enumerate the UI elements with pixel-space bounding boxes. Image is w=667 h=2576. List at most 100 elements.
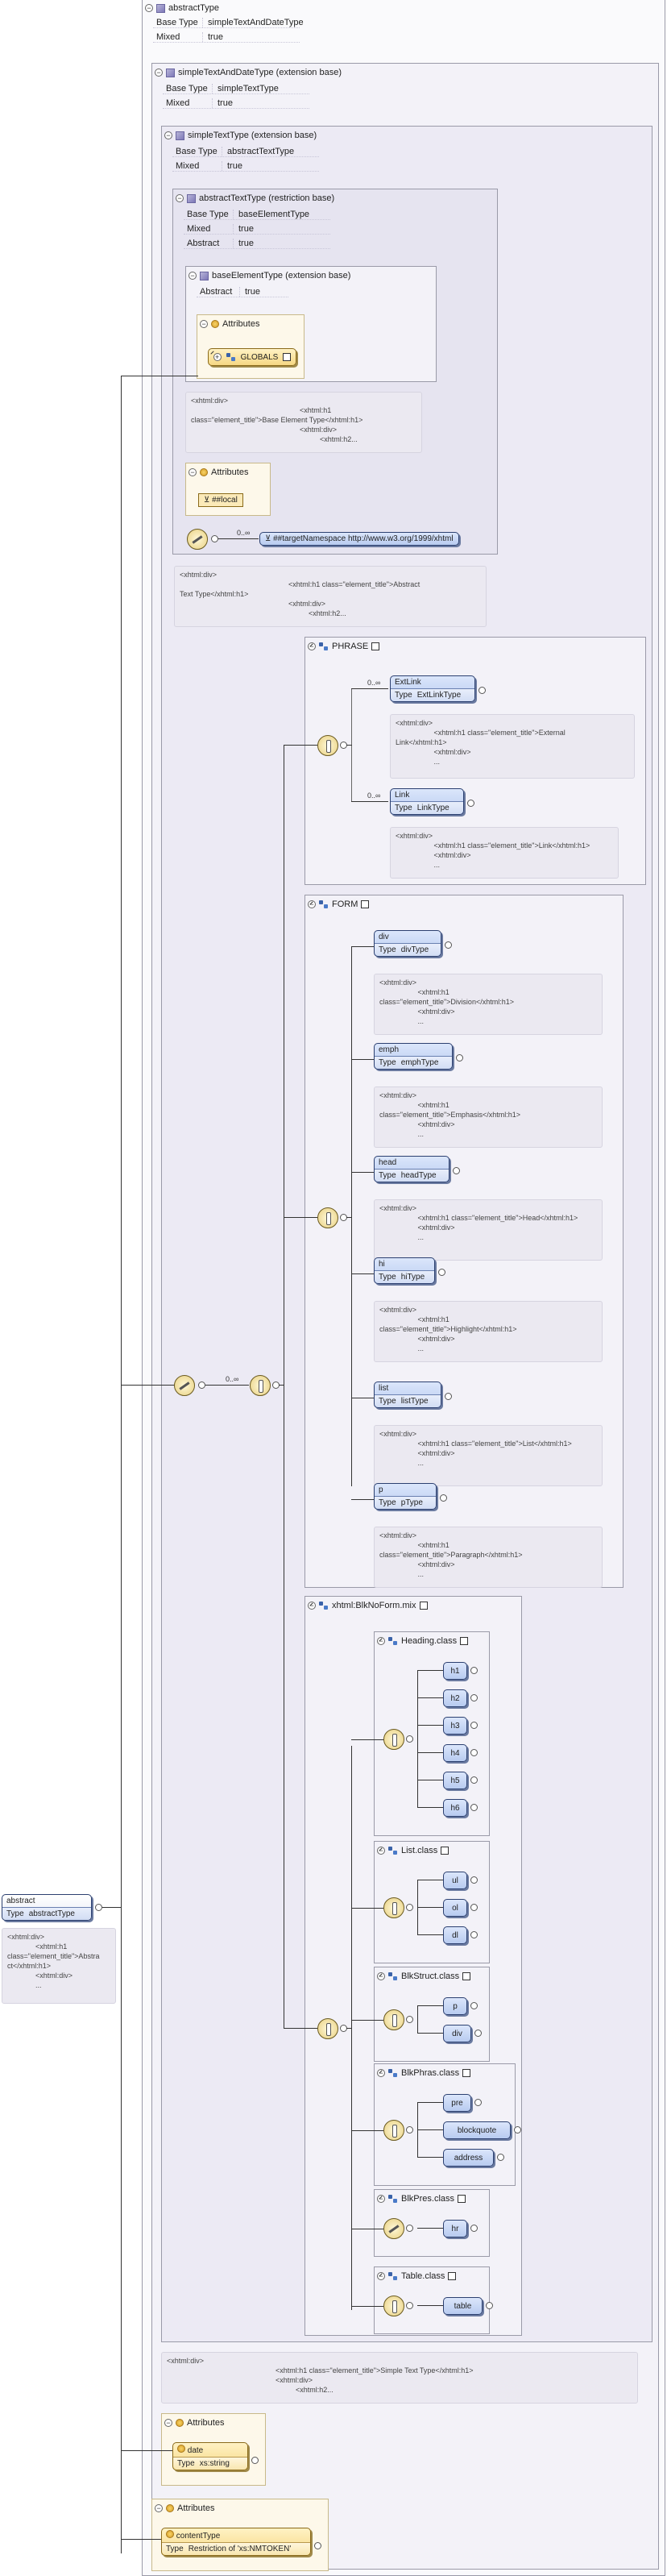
collapse-toggle[interactable]: − [176, 194, 184, 202]
element-p[interactable]: p [443, 1997, 467, 2015]
element-h3[interactable]: h3 [443, 1717, 467, 1735]
expand-dot[interactable] [474, 2099, 482, 2106]
expand-link-icon[interactable] [361, 900, 370, 908]
collapse-toggle[interactable]: − [155, 2504, 163, 2512]
attributes-header: − Attributes [200, 319, 259, 329]
connector-dot [406, 1735, 413, 1743]
any-element-namespace[interactable]: ⊻ ##targetNamespace http://www.w3.org/19… [259, 532, 459, 546]
expand-dot[interactable] [470, 2002, 478, 2009]
connector-line [351, 946, 352, 1486]
occurrence-label: 0..∞ [237, 529, 251, 537]
expand-dot[interactable] [514, 2126, 521, 2134]
expand-dot[interactable] [251, 2457, 259, 2464]
collapse-toggle[interactable]: − [155, 69, 163, 77]
choice-compositor [383, 1729, 404, 1750]
expand-dot[interactable] [470, 2225, 478, 2232]
expand-dot[interactable] [478, 687, 486, 694]
expand-link-icon[interactable] [448, 2272, 457, 2280]
expand-dot[interactable] [470, 1667, 478, 1674]
connector-dot [211, 535, 218, 542]
expand-dot[interactable] [470, 1722, 478, 1729]
expand-dot[interactable] [470, 1931, 478, 1938]
group-icon [388, 1636, 398, 1646]
element-hr[interactable]: hr [443, 2220, 467, 2237]
element-blockquote[interactable]: blockquote [443, 2121, 511, 2139]
abstract-type-header: − abstractType [145, 3, 219, 13]
choice-compositor [317, 1207, 338, 1228]
expand-dot[interactable] [445, 1393, 452, 1400]
attribute-group-globals[interactable]: + GLOBALS [208, 348, 296, 366]
element-address[interactable]: address [443, 2149, 494, 2167]
expand-link-icon[interactable] [458, 2195, 466, 2203]
expand-dot[interactable] [314, 2542, 321, 2549]
expand-dot[interactable] [470, 1876, 478, 1884]
expand-dot[interactable] [456, 1054, 463, 1062]
element-h6[interactable]: h6 [443, 1799, 467, 1817]
collapse-toggle[interactable]: − [164, 131, 172, 139]
element-div[interactable]: div [443, 2025, 471, 2042]
expand-dot[interactable] [470, 1694, 478, 1701]
documentation-p: <xhtml:div> <xhtml:h1 class="element_tit… [374, 1527, 603, 1588]
expand-toggle[interactable]: + [213, 353, 222, 361]
occurrence-label: 0..∞ [367, 679, 381, 687]
expand-link-icon[interactable] [460, 1637, 469, 1645]
expand-link-icon[interactable] [462, 2069, 471, 2077]
expand-dot[interactable] [445, 941, 452, 949]
choice-compositor [383, 2218, 404, 2239]
expand-link-icon[interactable] [283, 353, 292, 361]
expand-link-icon[interactable] [441, 1847, 450, 1855]
expand-dot[interactable] [438, 1269, 445, 1276]
collapse-toggle[interactable]: − [188, 468, 197, 476]
expand-dot[interactable] [470, 1776, 478, 1784]
collapse-toggle[interactable]: − [200, 320, 208, 328]
element-ol[interactable]: ol [443, 1899, 467, 1917]
element-h1[interactable]: h1 [443, 1662, 467, 1680]
connector-dot [198, 1381, 205, 1389]
element-h2[interactable]: h2 [443, 1689, 467, 1707]
element-table[interactable]: table [443, 2297, 483, 2315]
expand-link-icon[interactable] [371, 642, 380, 650]
collapse-toggle[interactable]: − [145, 4, 153, 12]
connector-line [417, 2005, 443, 2006]
expand-dot[interactable] [470, 1749, 478, 1756]
expand-dot[interactable] [486, 2302, 493, 2309]
any-attribute-local[interactable]: ⊻ ##local [198, 493, 243, 507]
complex-type-icon [156, 3, 165, 13]
documentation-link: <xhtml:div> <xhtml:h1 class="element_tit… [390, 827, 619, 879]
expand-dot[interactable] [453, 1167, 460, 1174]
expand-link-icon[interactable] [462, 1972, 471, 1980]
collapse-toggle[interactable]: − [188, 272, 197, 280]
group-icon [388, 1971, 398, 1981]
expand-dot[interactable] [470, 1804, 478, 1811]
element-dl[interactable]: dl [443, 1926, 467, 1944]
expand-dot[interactable] [497, 2154, 504, 2161]
choice-compositor [383, 2009, 404, 2030]
element-h5[interactable]: h5 [443, 1772, 467, 1789]
documentation-head: <xhtml:div> <xhtml:h1 class="element_tit… [374, 1199, 603, 1261]
expand-link-icon[interactable] [419, 1602, 428, 1610]
element-ul[interactable]: ul [443, 1872, 467, 1889]
connector-line [417, 1670, 418, 1807]
element-pre[interactable]: pre [443, 2094, 471, 2112]
documentation-simple-text: <xhtml:div> <xhtml:h1 class="element_tit… [161, 2352, 638, 2404]
expand-dot[interactable] [467, 800, 474, 807]
collapse-toggle[interactable]: − [164, 2419, 172, 2427]
element-h4[interactable]: h4 [443, 1744, 467, 1762]
expand-dot[interactable] [470, 1904, 478, 1911]
expand-dot[interactable] [440, 1494, 447, 1502]
expand-dot[interactable] [474, 2030, 482, 2037]
